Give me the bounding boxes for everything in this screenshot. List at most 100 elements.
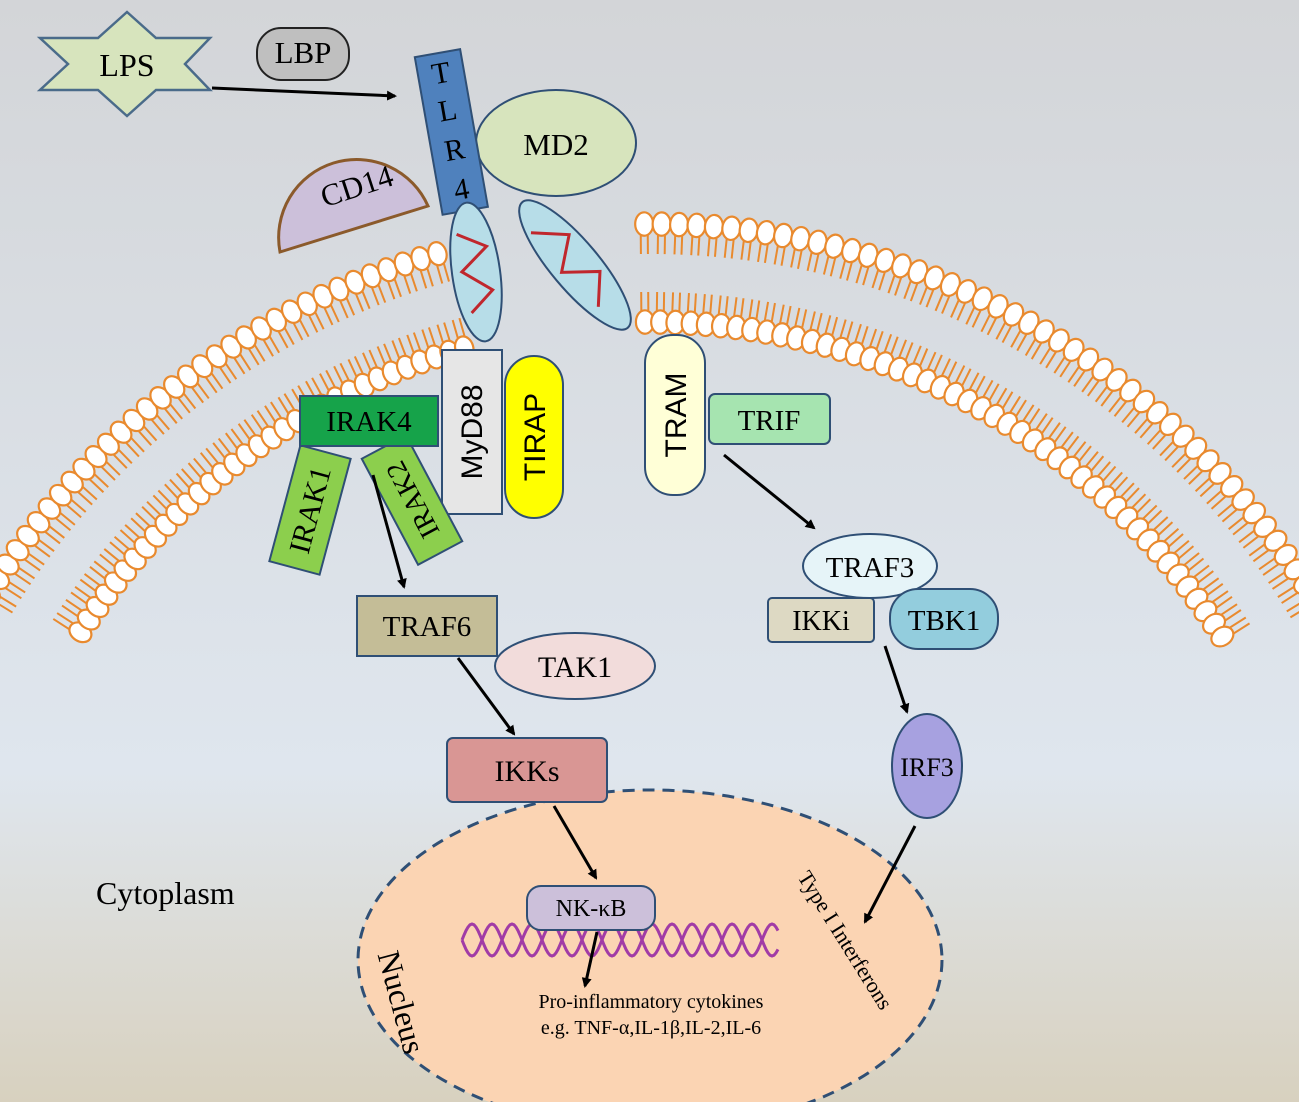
lipid	[1121, 389, 1156, 428]
tm-helix-left	[456, 232, 496, 315]
lipid	[1210, 616, 1251, 648]
lipid	[1010, 310, 1040, 352]
tbk1-box	[889, 588, 999, 650]
dna-strand	[460, 922, 780, 958]
lipid	[48, 483, 87, 519]
md2-label: MD2	[523, 127, 588, 162]
ikks-label: IKKs	[495, 755, 560, 788]
dna-helix	[460, 922, 780, 958]
lipid	[1248, 529, 1288, 563]
tak1-ellipse	[494, 632, 656, 700]
lipid	[1217, 488, 1255, 523]
nfkb-label: NK-κB	[556, 896, 627, 922]
irf3-label: IRF3	[900, 753, 953, 782]
cytokines-line-1: Pro-inflammatory cytokines	[539, 991, 764, 1013]
cytokines-line-2: e.g. TNF-α,IL-1β,IL-2,IL-6	[541, 1017, 761, 1039]
traf3-label: TRAF3	[826, 552, 915, 584]
lipid	[634, 211, 655, 255]
lipid	[410, 246, 434, 289]
lipid	[235, 325, 266, 366]
lipid	[1258, 543, 1298, 576]
lipid	[296, 291, 325, 333]
ikki-box	[767, 597, 875, 643]
nfkb-to-cytokines-arrow	[581, 931, 599, 988]
lipid	[950, 279, 978, 321]
md2-transmembrane-right	[518, 199, 632, 331]
tlr4-receptor: T L R 4	[413, 48, 490, 216]
trif-label: TRIF	[738, 405, 801, 437]
lipid	[726, 297, 747, 341]
lipid	[965, 286, 993, 328]
trif-box	[708, 393, 831, 445]
tlr4-letter-4: 4	[451, 172, 472, 207]
tirap-label: TIRAP	[519, 393, 552, 481]
lipid	[26, 510, 65, 545]
lipid	[1024, 319, 1055, 360]
lipid	[37, 497, 76, 532]
irak1-box: IRAK1	[268, 444, 352, 576]
lipid	[771, 304, 792, 348]
lipid	[191, 354, 224, 394]
lipid	[1053, 337, 1085, 378]
tlr4-letter-l: L	[436, 93, 460, 129]
lipid	[393, 251, 418, 294]
ikks-box	[446, 737, 608, 803]
lipid	[651, 211, 672, 255]
cd14-shape	[277, 158, 431, 254]
irak-to-traf6-arrow	[371, 474, 407, 589]
lipid	[427, 241, 450, 284]
lipid	[929, 358, 958, 400]
irak4-label: IRAK4	[326, 406, 412, 438]
lipid	[822, 233, 845, 277]
tlr4-letter-t: T	[429, 56, 453, 92]
ikks-to-nfkb-arrow	[552, 805, 598, 880]
lps-star	[36, 10, 213, 118]
traf6-label: TRAF6	[383, 611, 472, 643]
lipid	[855, 242, 879, 286]
irak4-box	[299, 395, 439, 447]
tbk1-label: TBK1	[908, 605, 981, 637]
lipid	[887, 253, 912, 296]
lipid	[1081, 357, 1114, 397]
cytoplasm-label: Cytoplasm	[96, 875, 235, 911]
lipid	[205, 344, 238, 384]
traf6-to-ikks-arrow	[456, 657, 516, 736]
lps-label: LPS	[99, 47, 154, 83]
lps-to-tlr4-arrow	[211, 86, 397, 101]
lipid	[280, 299, 310, 341]
tak1-label: TAK1	[538, 651, 612, 684]
lipid	[16, 524, 55, 558]
tbk1-to-irf3-arrow	[883, 645, 910, 714]
tirap-box	[504, 355, 564, 519]
irf3-to-nucleus-arrow	[863, 825, 917, 924]
tlr4-transmembrane-left	[449, 201, 503, 343]
lipid	[934, 272, 961, 314]
traf6-box	[356, 595, 498, 657]
nfkb-box	[526, 885, 656, 931]
dna-strand	[460, 922, 780, 958]
myd88-box	[441, 349, 503, 515]
lipid	[903, 259, 929, 302]
lipid	[312, 283, 340, 326]
lipid	[919, 265, 945, 308]
nucleus-envelope	[356, 788, 944, 1102]
irf3-ellipse	[891, 713, 963, 819]
tram-label: TRAM	[660, 373, 693, 458]
myd88-label: MyD88	[456, 384, 489, 479]
lipid	[1238, 515, 1277, 549]
lipid	[250, 316, 280, 357]
lipid	[1206, 475, 1244, 510]
lipid	[84, 445, 121, 481]
lipid	[1286, 602, 1299, 619]
lipid	[0, 582, 17, 614]
lbp-label: LBP	[275, 35, 332, 70]
lipid	[99, 548, 138, 582]
tm-helix-right	[530, 231, 602, 307]
trif-to-traf3-arrow	[723, 453, 816, 530]
lipid	[1268, 558, 1299, 590]
lbp-box	[256, 27, 350, 81]
lipid	[1094, 367, 1128, 407]
ikki-label: IKKi	[792, 606, 850, 637]
